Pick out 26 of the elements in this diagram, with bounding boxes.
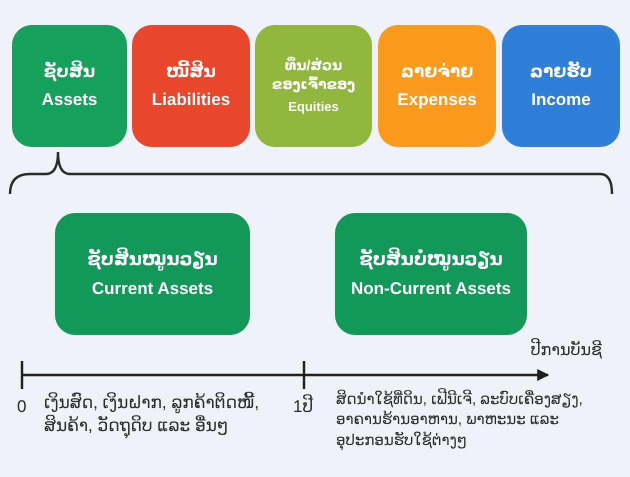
tile-title: ລາຍຮັບ [530, 60, 592, 83]
tile-subtitle: Liabilities [152, 89, 230, 111]
category-tile [378, 25, 496, 147]
range-description: ສິດນຳໃຊ້ທີ່ດິນ, ເຟີນີເຈີ, ລະບົບເຄື່ອງສຽງ, ອາຄານຮ້ານອາຫານ, ພາຫະນະ ແລະ ອຸປະກອນຮັບໃຊ້ຕ່າງໆ [336, 390, 600, 451]
tile-subtitle: Equities [288, 98, 339, 116]
tile-title: ຊັບສິນບໍ່ໝູນວຽນ [359, 248, 503, 272]
tile-title: ທຶນ/ສ່ວນຂອງເຈົ້າຂອງ [272, 56, 356, 93]
tick-label: 1ປີ [293, 396, 314, 419]
tile-title: ຊັບສິນໝູນວຽນ [87, 248, 218, 272]
axis-label: ປີການບັນຊີ [440, 340, 602, 362]
range-description: ເງິນສົດ, ເງິນຝາກ, ລູກຄ້າຕິດໜີ້, ສິນຄ້າ, ວັດຖຸດິບ ແລະ ອື່ນໆ [44, 392, 280, 438]
tile-subtitle: Current Assets [92, 278, 214, 300]
tile-title: ລາຍຈ່າຍ [400, 60, 474, 83]
category-tile [132, 25, 250, 147]
tile-subtitle: Income [531, 89, 591, 111]
tile-subtitle: Expenses [397, 89, 477, 111]
tile-subtitle: Assets [42, 89, 98, 111]
category-tile [502, 25, 620, 147]
category-tile [255, 25, 372, 147]
asset-type-tile [55, 213, 250, 335]
tick-label: 0 [17, 396, 26, 418]
tile-title: ໜີ້ສິນ [166, 60, 216, 83]
category-tile [12, 25, 127, 147]
tile-subtitle: Non-Current Assets [351, 278, 511, 300]
tile-title: ຊັບສິນ [44, 60, 96, 83]
asset-type-tile [335, 213, 527, 335]
